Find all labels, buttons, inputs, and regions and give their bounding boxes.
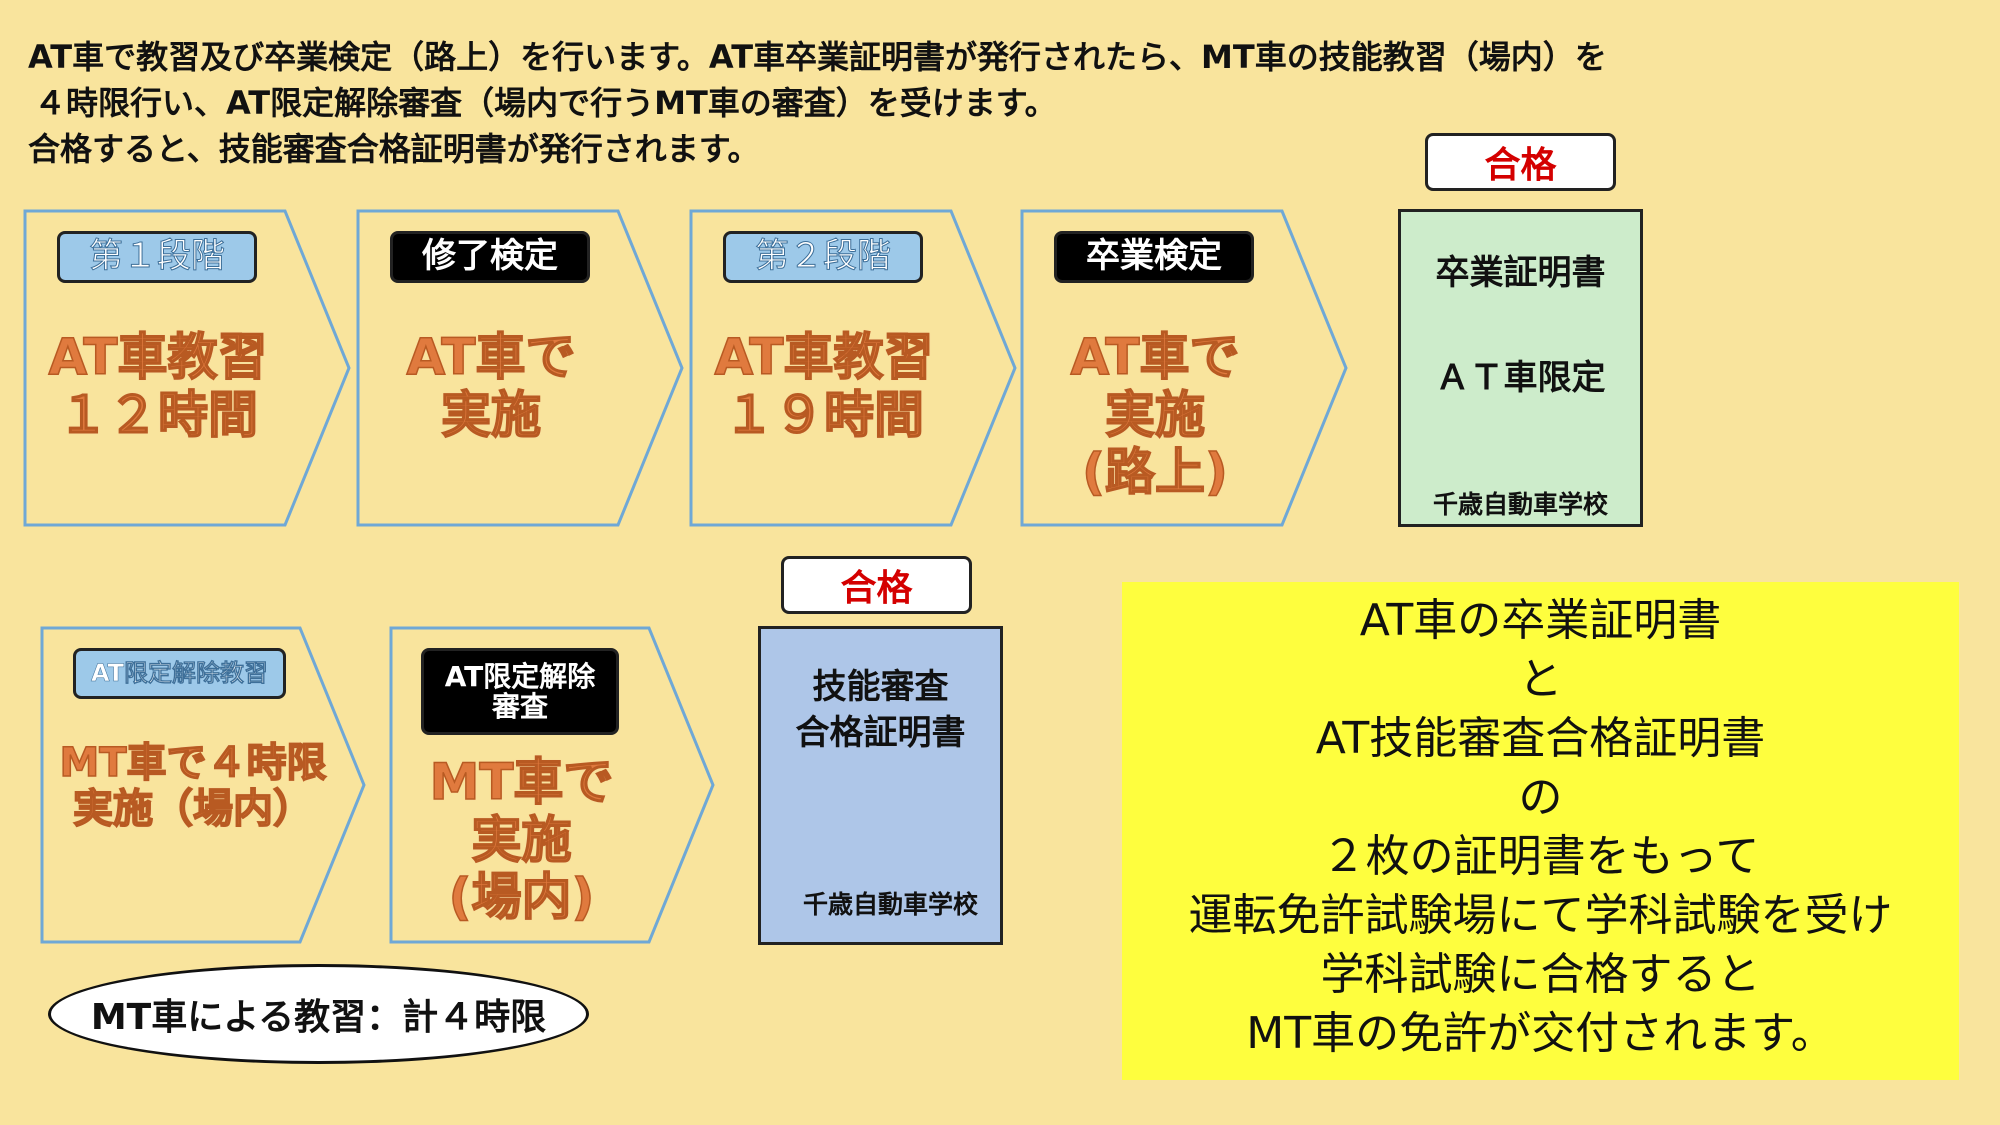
summary-line: と: [1518, 654, 1563, 705]
certificate-title: 卒業証明書: [1435, 253, 1606, 293]
summary-box: AT車の卒業証明書 と AT技能審査合格証明書 の ２枚の証明書をもって 運転免…: [1122, 582, 1959, 1080]
pass-badge: 合格: [781, 556, 972, 614]
intro-text: AT車で教習及び卒業検定（路上）を行います。AT車卒業証明書が発行されたら、MT…: [28, 34, 1607, 172]
step-description: AT車で 実施: [406, 328, 576, 445]
certificate-subtitle: ＡＴ車限定: [1435, 358, 1606, 398]
intro-line: ４時限行い、AT限定解除審査（場内で行うMT車の審査）を受けます。: [34, 84, 1057, 122]
intro-line: AT車で教習及び卒業検定（路上）を行います。AT車卒業証明書が発行されたら、MT…: [28, 38, 1607, 76]
stage-label: AT限定解除教習: [73, 648, 286, 699]
skill-exam-certificate: 技能審査 合格証明書 千歳自動車学校: [758, 626, 1003, 945]
chevron-arrow-shape: [23, 209, 351, 527]
chevron-arrow-shape: [356, 209, 684, 527]
exam-label: AT限定解除 審査: [421, 648, 619, 735]
chevron-arrow-shape: [40, 626, 366, 944]
step-description: AT車で 実施 (路上): [1070, 328, 1240, 502]
summary-line: 運転免許試験場にて学科試験を受け: [1188, 890, 1893, 941]
school-name: 千歳自動車学校: [1432, 490, 1608, 519]
stage-label: 第１段階: [57, 231, 257, 283]
chevron-arrow-shape: [1020, 209, 1348, 527]
exam-label: 卒業検定: [1054, 231, 1254, 283]
mt-hours-note: MT車による教習：計４時限: [48, 964, 589, 1064]
summary-line: AT車の卒業証明書: [1359, 595, 1722, 646]
summary-line: ２枚の証明書をもって: [1321, 831, 1760, 882]
graduation-certificate: 卒業証明書 ＡＴ車限定 千歳自動車学校: [1398, 209, 1643, 527]
pass-badge: 合格: [1425, 133, 1616, 191]
step-description: MT車で 実施 (場内): [429, 753, 614, 927]
summary-line: 学科試験に合格すると: [1320, 949, 1761, 1000]
step-description: AT車教習 １２時間: [48, 328, 268, 445]
step-description: MT車で４時限 実施（場内）: [59, 739, 328, 833]
certificate-title: 合格証明書: [795, 713, 966, 753]
certificate-title: 技能審査: [812, 667, 949, 707]
stage-label: 第２段階: [723, 231, 923, 283]
summary-line: MT車の免許が交付されます。: [1246, 1008, 1835, 1059]
school-name: 千歳自動車学校: [802, 890, 978, 919]
intro-line: 合格すると、技能審査合格証明書が発行されます。: [28, 130, 760, 168]
step-description: AT車教習 １９時間: [714, 328, 934, 445]
exam-label: 修了検定: [390, 231, 590, 283]
chevron-arrow-shape: [689, 209, 1017, 527]
summary-line: AT技能審査合格証明書: [1315, 713, 1766, 764]
summary-line: の: [1518, 772, 1563, 823]
